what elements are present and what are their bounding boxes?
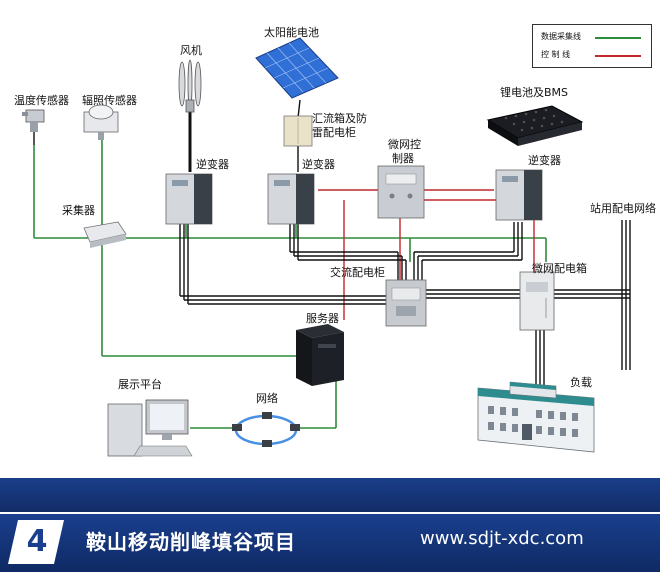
- server-icon: [296, 324, 344, 386]
- label-display-platform: 展示平台: [118, 378, 162, 391]
- footer-bar: [0, 514, 660, 572]
- legend-control-line-swatch: [595, 55, 641, 57]
- label-radiation-sensor: 辐照传感器: [82, 94, 137, 107]
- label-combiner-box-1: 汇流箱及防: [312, 112, 367, 125]
- label-station-grid: 站用配电网络: [590, 202, 656, 215]
- label-inverter-battery: 逆变器: [528, 154, 561, 167]
- label-server: 服务器: [306, 312, 339, 325]
- load-building-icon: [477, 381, 595, 453]
- footer-title: 鞍山移动削峰填谷项目: [86, 530, 296, 554]
- label-microgrid-controller-1: 微网控: [388, 138, 421, 151]
- label-network: 网络: [256, 392, 278, 405]
- footer-url[interactable]: www.sdjt-xdc.com: [420, 528, 584, 549]
- microgrid-controller-icon: [377, 165, 425, 219]
- inverter-wind-icon: [165, 173, 213, 225]
- ac-cabinet-icon: [385, 279, 427, 327]
- label-load: 负载: [570, 376, 592, 389]
- footer-divider: [0, 512, 660, 514]
- label-solar-panel: 太阳能电池: [264, 26, 319, 39]
- microgrid-box-icon: [519, 271, 555, 331]
- inverter-solar-icon: [267, 173, 315, 225]
- collector-icon: [83, 221, 127, 248]
- solar-panel-icon: [255, 37, 339, 99]
- section-number: 4: [26, 524, 48, 559]
- network-icon: [232, 412, 300, 447]
- display-platform-icon: [107, 399, 193, 457]
- legend: 数据采集线 控 制 线: [532, 24, 652, 68]
- radiation-sensor-icon: [83, 104, 119, 140]
- combiner-box-icon: [283, 115, 313, 147]
- legend-data-line-swatch: [595, 37, 641, 39]
- inverter-battery-icon: [495, 169, 543, 221]
- temperature-sensor-icon: [22, 109, 45, 132]
- label-inverter-solar: 逆变器: [302, 158, 335, 171]
- wind-turbine-icon: [178, 59, 202, 113]
- label-wind-turbine: 风机: [180, 44, 202, 57]
- label-collector: 采集器: [62, 204, 95, 217]
- label-ac-cabinet: 交流配电柜: [330, 266, 385, 279]
- number-badge-icon: [8, 520, 64, 564]
- label-temperature-sensor: 温度传感器: [14, 94, 69, 107]
- label-microgrid-controller-2: 制器: [392, 152, 414, 165]
- legend-data-line-label: 数据采集线: [541, 32, 581, 41]
- battery-bms-icon: [486, 105, 584, 146]
- footer-top-band: [0, 478, 660, 512]
- legend-control-line-label: 控 制 线: [541, 50, 571, 59]
- label-microgrid-box: 微网配电箱: [532, 262, 587, 275]
- system-diagram: [22, 37, 631, 457]
- power-lines: [33, 99, 631, 396]
- label-battery-bms: 锂电池及BMS: [500, 86, 569, 99]
- label-combiner-box-2: 雷配电柜: [312, 126, 356, 139]
- label-inverter-wind: 逆变器: [196, 158, 229, 171]
